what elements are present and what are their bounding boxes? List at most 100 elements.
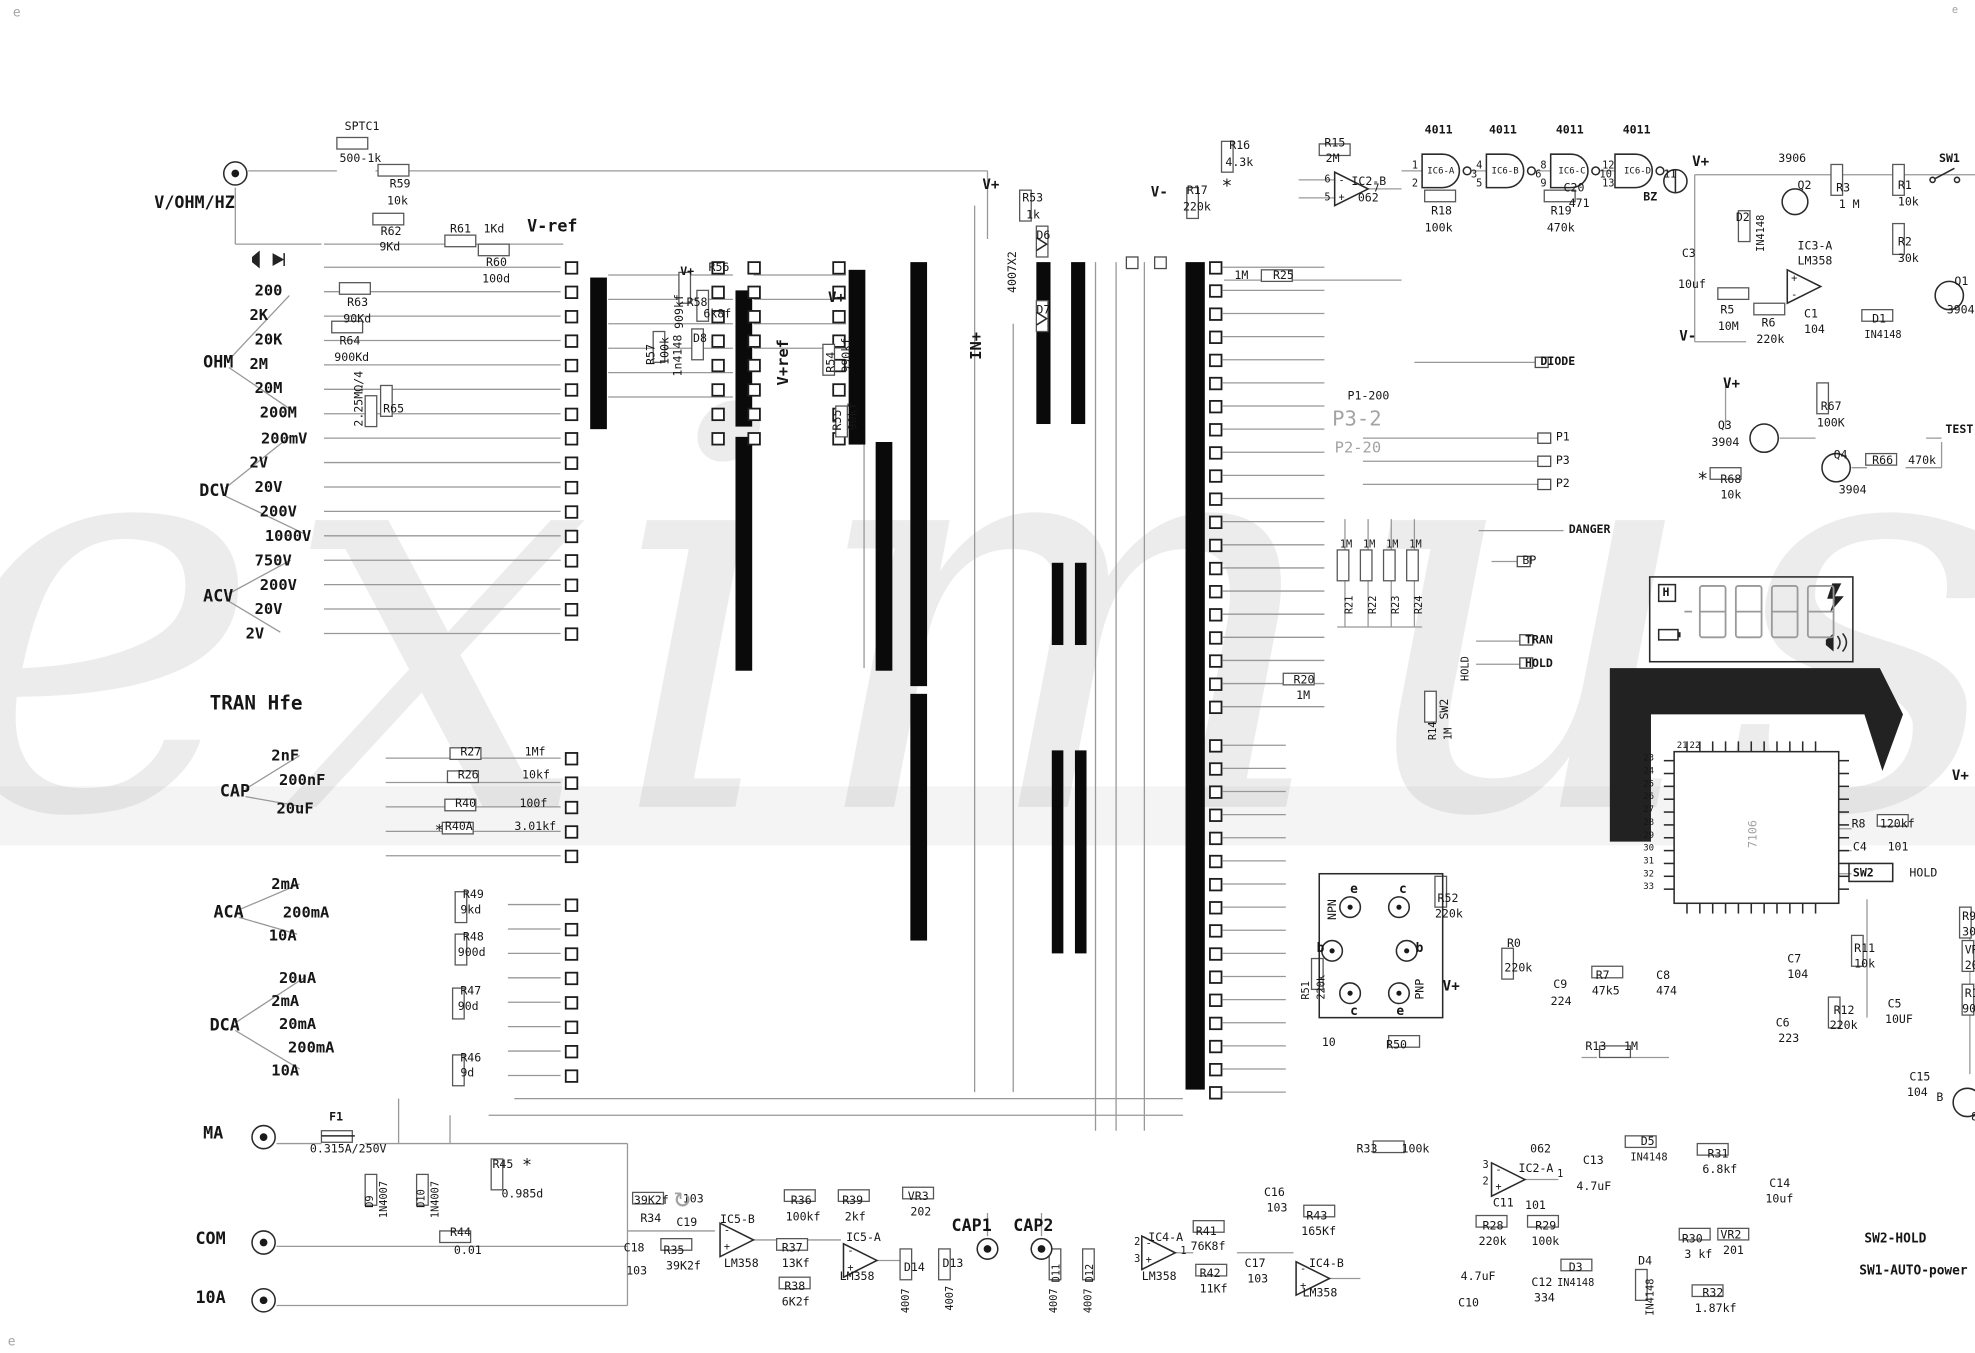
label-r11: R11 bbox=[1854, 943, 1876, 956]
component-body bbox=[1406, 549, 1419, 582]
connector-pad bbox=[564, 310, 579, 324]
label-4007x2: 4007X2 bbox=[1006, 251, 1020, 293]
connector-pad bbox=[564, 554, 579, 568]
label-d11: D11 bbox=[1050, 1263, 1063, 1283]
label-1m: 1M bbox=[1234, 269, 1249, 283]
jack-cap1-label: CAP1 bbox=[951, 1216, 992, 1237]
label-10: 10 bbox=[1599, 168, 1612, 180]
label-r37: R37 bbox=[781, 1242, 803, 1256]
label-22: 22 bbox=[1689, 740, 1701, 751]
label-r28: R28 bbox=[1482, 1220, 1504, 1234]
connector-pad bbox=[711, 310, 725, 324]
component-body bbox=[1359, 549, 1373, 582]
label-r58: R58 bbox=[686, 296, 708, 310]
jack-cap2 bbox=[1030, 1237, 1053, 1260]
label-q3: Q3 bbox=[1717, 420, 1732, 434]
label-30: 30 bbox=[1643, 842, 1655, 854]
tag-p2: P2 bbox=[1555, 477, 1570, 491]
group-cap: CAP bbox=[219, 782, 251, 802]
label-1m: 1M bbox=[1409, 538, 1422, 550]
label-062: 062 bbox=[1530, 1143, 1552, 1157]
label-d1: D1 bbox=[1872, 313, 1887, 327]
label-r48: R48 bbox=[462, 931, 484, 945]
group-dcv: DCV bbox=[199, 481, 230, 502]
connector-pad bbox=[1209, 585, 1223, 599]
label-r63: R63 bbox=[347, 296, 369, 310]
label-909kf: 909kf bbox=[673, 294, 687, 329]
label-0-985d: 0.985d bbox=[501, 1188, 544, 1202]
lightning-icon bbox=[1827, 583, 1844, 613]
jack-cap1 bbox=[976, 1237, 999, 1260]
component-body bbox=[372, 212, 405, 226]
label-3-01kf: 3.01kf bbox=[514, 821, 557, 834]
label-1-m: 1 M bbox=[1838, 199, 1860, 213]
nand-gates bbox=[1421, 153, 1665, 189]
connector-pad bbox=[1209, 654, 1223, 668]
component-body bbox=[1892, 163, 1905, 196]
label-20v: 20V bbox=[254, 477, 283, 496]
component-body bbox=[449, 747, 482, 761]
component-body bbox=[439, 1230, 472, 1244]
label-900d: 900d bbox=[457, 946, 486, 960]
connector-pad bbox=[1209, 631, 1223, 645]
label-220k: 220k bbox=[1478, 1236, 1507, 1249]
bus-bar bbox=[875, 442, 893, 671]
component-body bbox=[937, 1248, 951, 1281]
label-ic4-a: IC4-A bbox=[1148, 1232, 1184, 1246]
connector-pad bbox=[1209, 1016, 1223, 1031]
label-c10: C10 bbox=[1458, 1297, 1480, 1311]
label-r26: R26 bbox=[457, 769, 479, 783]
label-lm358: LM358 bbox=[1302, 1287, 1338, 1301]
label-200ma: 200mA bbox=[282, 903, 330, 922]
label-13: 13 bbox=[1602, 177, 1615, 189]
label-e: e bbox=[1951, 3, 1959, 16]
label-r53: R53 bbox=[1022, 192, 1044, 206]
label-r45: R45 bbox=[492, 1158, 514, 1172]
connector-pad bbox=[564, 971, 579, 986]
connector-pad bbox=[564, 529, 579, 544]
label-b: b bbox=[1316, 941, 1325, 956]
label-r8: R8 bbox=[1851, 818, 1866, 832]
label-103: 103 bbox=[1247, 1273, 1269, 1287]
label-in4148: IN4148 bbox=[1644, 1278, 1657, 1316]
label-d8: D8 bbox=[693, 332, 707, 346]
component-body bbox=[331, 320, 364, 334]
label-3904: 3904 bbox=[1946, 304, 1975, 318]
component-bodies bbox=[320, 136, 1975, 1301]
label-90d: 90d bbox=[457, 1000, 479, 1014]
label-r67: R67 bbox=[1820, 400, 1842, 414]
component-body bbox=[1388, 1034, 1421, 1048]
label-500-1k: 500-1k bbox=[339, 152, 382, 166]
label-r21: R21 bbox=[1343, 595, 1356, 615]
label-334: 334 bbox=[1533, 1292, 1555, 1306]
label-1n4148: 1n4148 bbox=[672, 334, 686, 377]
fuse-label: F1 bbox=[329, 1111, 344, 1125]
label-4007: 4007 bbox=[1082, 1288, 1095, 1314]
beeper-icon bbox=[252, 250, 260, 269]
label-47k5: 47k5 bbox=[1591, 985, 1620, 999]
group-dca: DCA bbox=[209, 1016, 240, 1036]
label-4-3k: 4.3k bbox=[1225, 156, 1254, 170]
component-body bbox=[1303, 1204, 1336, 1218]
component-body bbox=[444, 234, 477, 248]
label-3: 3 bbox=[1470, 168, 1478, 180]
connector-pad bbox=[747, 407, 761, 422]
bus-bar bbox=[590, 277, 607, 430]
label-r43: R43 bbox=[1306, 1210, 1328, 1224]
label-c16: C16 bbox=[1263, 1187, 1285, 1201]
component-body bbox=[1598, 1045, 1632, 1059]
label-e: e bbox=[1350, 882, 1358, 897]
hold-flag-box bbox=[1657, 583, 1677, 603]
label-2: 2 bbox=[1482, 1175, 1489, 1188]
label-6: 6 bbox=[1324, 173, 1331, 186]
connector-pad bbox=[1209, 561, 1223, 576]
tag-p3: P3 bbox=[1555, 454, 1570, 468]
label-1k: 1k bbox=[1026, 209, 1041, 223]
transistors bbox=[1749, 188, 1975, 1118]
component-body bbox=[1372, 1140, 1405, 1154]
label-10kf: 10kf bbox=[522, 769, 550, 783]
connector-pad bbox=[1209, 608, 1223, 622]
jack-com-label: COM bbox=[195, 1229, 226, 1249]
label-hold: HOLD bbox=[1459, 656, 1471, 681]
label-909f: 909f bbox=[1962, 1003, 1975, 1017]
